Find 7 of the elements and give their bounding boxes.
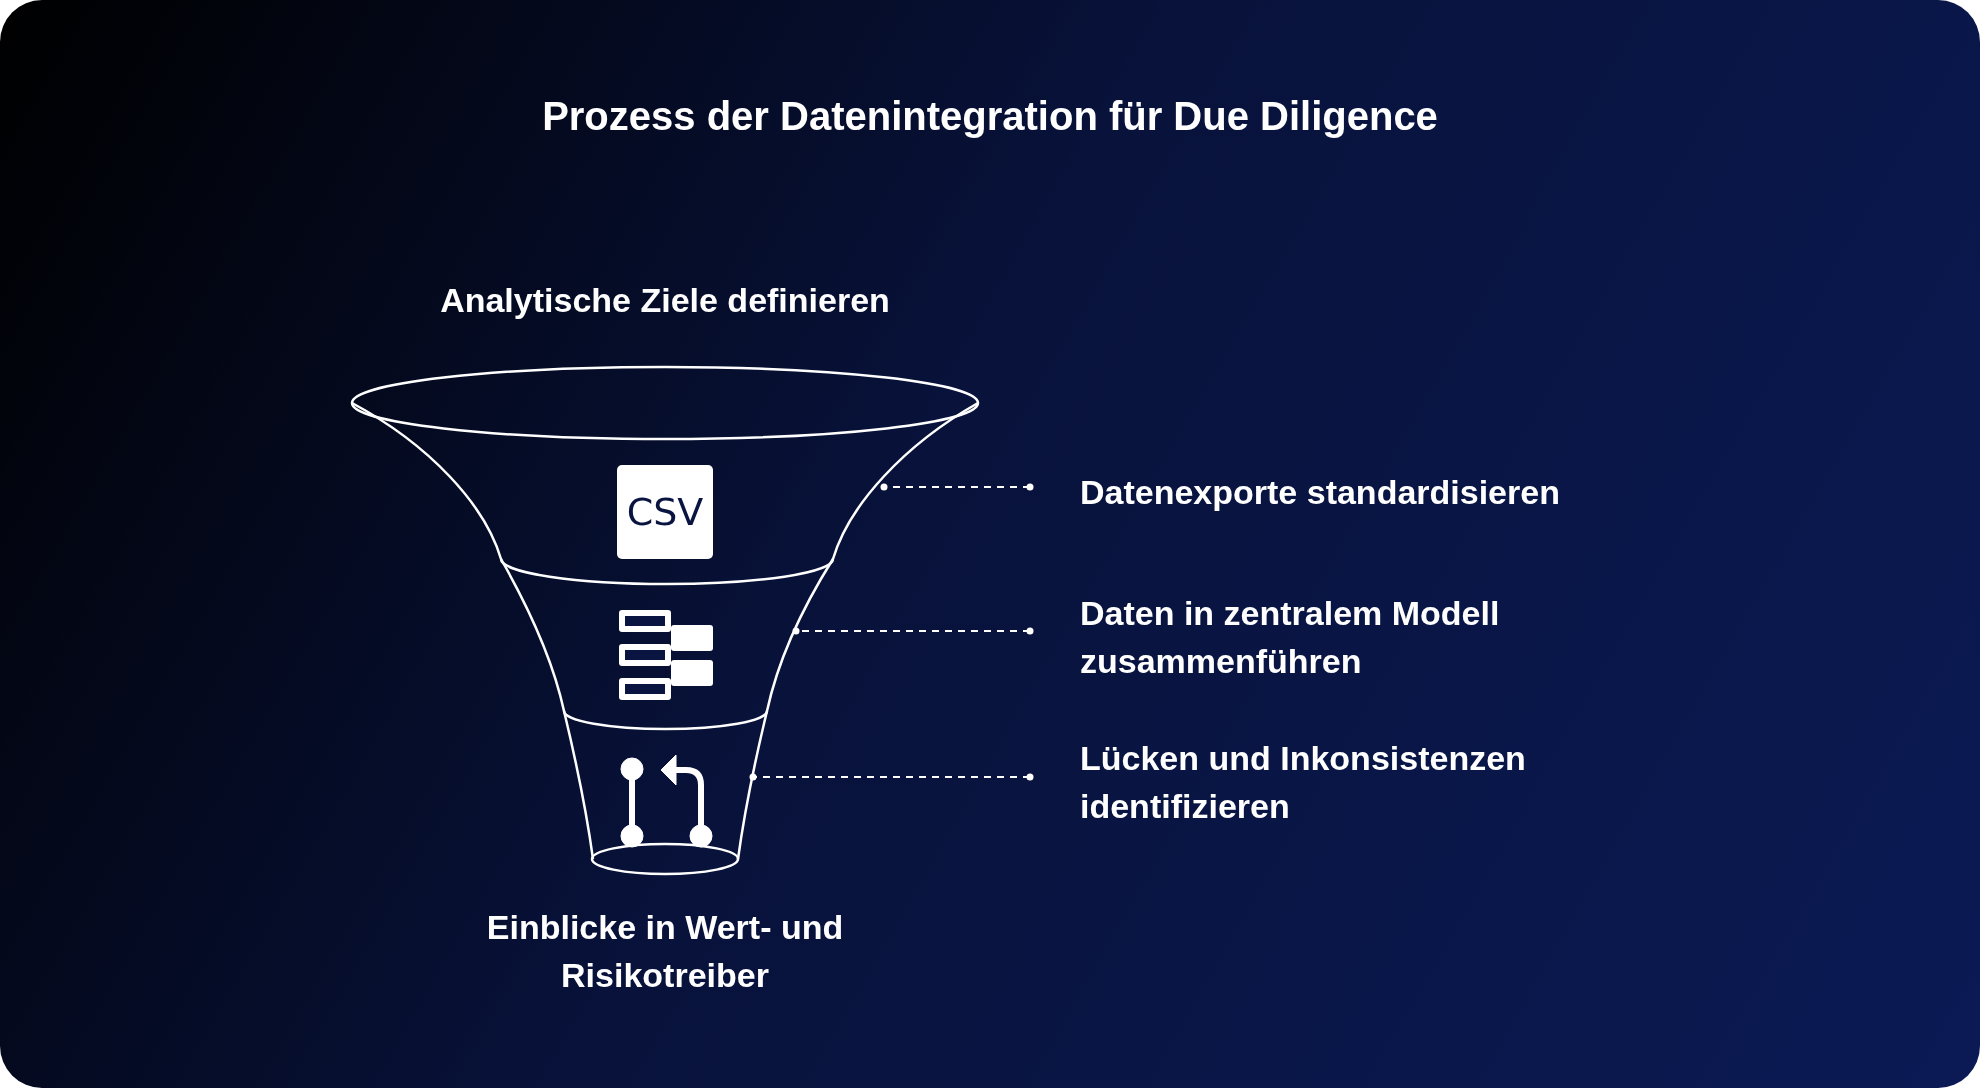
funnel-bottom-label: Einblicke in Wert- und Risikotreiber	[485, 907, 845, 996]
icon-label: CSV	[625, 491, 705, 533]
title: Prozess der Datenintegration für Due Diligence	[541, 93, 1439, 140]
step-label: Datenexporte standardisieren	[1080, 468, 1580, 516]
funnel-top-label: Analytische Ziele definieren	[439, 280, 891, 321]
step-label: Lücken und Inkonsistenzen identifizieren	[1080, 734, 1580, 830]
step-label: Daten in zentralem Modell zusammenführen	[1080, 589, 1580, 685]
